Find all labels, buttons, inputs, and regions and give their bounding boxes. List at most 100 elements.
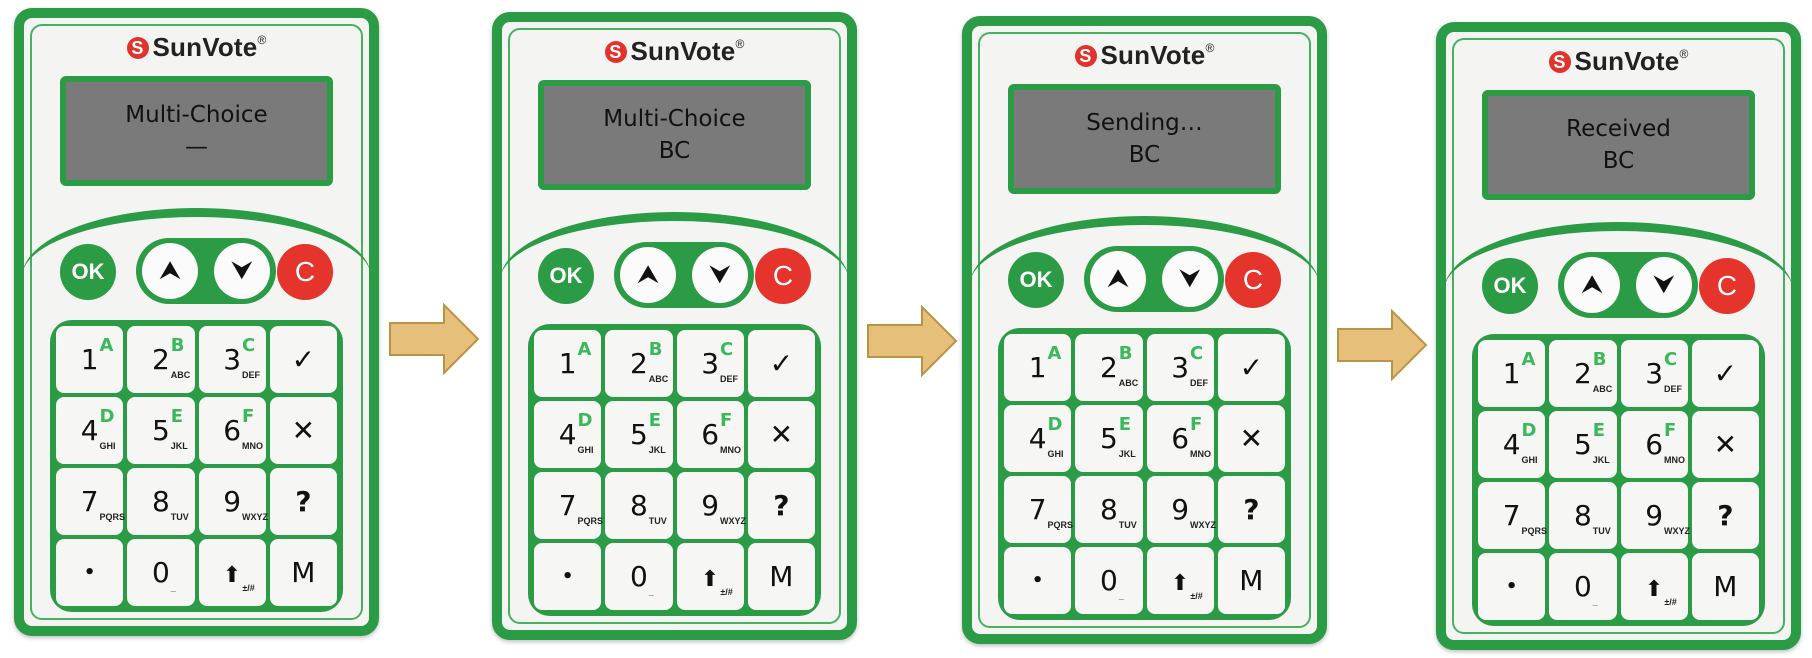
check-key[interactable]: ✓: [269, 326, 337, 393]
arrow-up-icon: ⬆: [1170, 571, 1190, 596]
check-key[interactable]: ✓: [1217, 334, 1285, 401]
chevron-up-icon: ⮝: [1580, 269, 1604, 299]
down-arrow-button[interactable]: ⮟: [692, 247, 748, 303]
question-key[interactable]: ?: [269, 468, 337, 535]
dot-key[interactable]: •: [534, 543, 602, 610]
clear-button[interactable]: C: [755, 248, 811, 304]
menu-key[interactable]: M: [1691, 553, 1759, 620]
key-0[interactable]: 0_: [1075, 547, 1143, 614]
down-arrow-button[interactable]: ⮟: [214, 243, 270, 299]
dot-key[interactable]: •: [56, 539, 124, 606]
shift-key[interactable]: ⬆±/#: [1146, 547, 1214, 614]
menu-key[interactable]: M: [269, 539, 337, 606]
control-row: OK ⮝ ⮟ C: [502, 242, 847, 308]
down-arrow-button[interactable]: ⮟: [1636, 257, 1692, 313]
shift-key[interactable]: ⬆±/#: [1620, 553, 1688, 620]
cross-key[interactable]: ✕: [1691, 411, 1759, 478]
down-arrow-button[interactable]: ⮟: [1162, 251, 1218, 307]
question-icon: ?: [773, 489, 790, 522]
clear-button[interactable]: C: [1225, 252, 1281, 308]
key-0[interactable]: 0_: [605, 543, 673, 610]
up-arrow-button[interactable]: ⮝: [1090, 251, 1146, 307]
chevron-down-icon: ⮟: [708, 259, 732, 289]
dot-key[interactable]: •: [1478, 553, 1546, 620]
shift-key[interactable]: ⬆±/#: [198, 539, 266, 606]
cross-key[interactable]: ✕: [269, 397, 337, 464]
check-key[interactable]: ✓: [1691, 340, 1759, 407]
chevron-up-icon: ⮝: [158, 255, 182, 285]
menu-key[interactable]: M: [1217, 547, 1285, 614]
lcd-screen: Received BC: [1482, 90, 1755, 200]
device-border: [30, 24, 363, 620]
question-key[interactable]: ?: [1691, 482, 1759, 549]
ok-button[interactable]: OK: [1482, 258, 1538, 314]
ok-button[interactable]: OK: [1008, 252, 1064, 308]
screen-line-1: Multi-Choice: [603, 106, 746, 132]
ok-button[interactable]: OK: [60, 244, 116, 300]
cross-key[interactable]: ✕: [747, 401, 815, 468]
ok-button[interactable]: OK: [538, 248, 594, 304]
shift-key[interactable]: ⬆±/#: [676, 543, 744, 610]
clear-button[interactable]: C: [277, 244, 333, 300]
up-arrow-button[interactable]: ⮝: [620, 247, 676, 303]
key-0[interactable]: 0_: [1549, 553, 1617, 620]
screen-line-1: Multi-Choice: [125, 102, 268, 128]
key-0[interactable]: 0_: [127, 539, 195, 606]
dot-key[interactable]: •: [1004, 547, 1072, 614]
chevron-up-icon: ⮝: [636, 259, 660, 289]
up-arrow-button[interactable]: ⮝: [142, 243, 198, 299]
question-key[interactable]: ?: [747, 472, 815, 539]
question-key[interactable]: ?: [1217, 476, 1285, 543]
up-arrow-button[interactable]: ⮝: [1564, 257, 1620, 313]
cross-key[interactable]: ✕: [1217, 405, 1285, 472]
arrow-right-icon: [389, 303, 480, 375]
lcd-screen: Multi-Choice —: [60, 76, 333, 186]
dot-icon: •: [83, 562, 96, 583]
check-key[interactable]: ✓: [747, 330, 815, 397]
clear-button[interactable]: C: [1699, 258, 1755, 314]
divider-arc: [22, 208, 371, 277]
menu-key[interactable]: M: [747, 543, 815, 610]
chevron-down-icon: ⮟: [1178, 263, 1202, 293]
